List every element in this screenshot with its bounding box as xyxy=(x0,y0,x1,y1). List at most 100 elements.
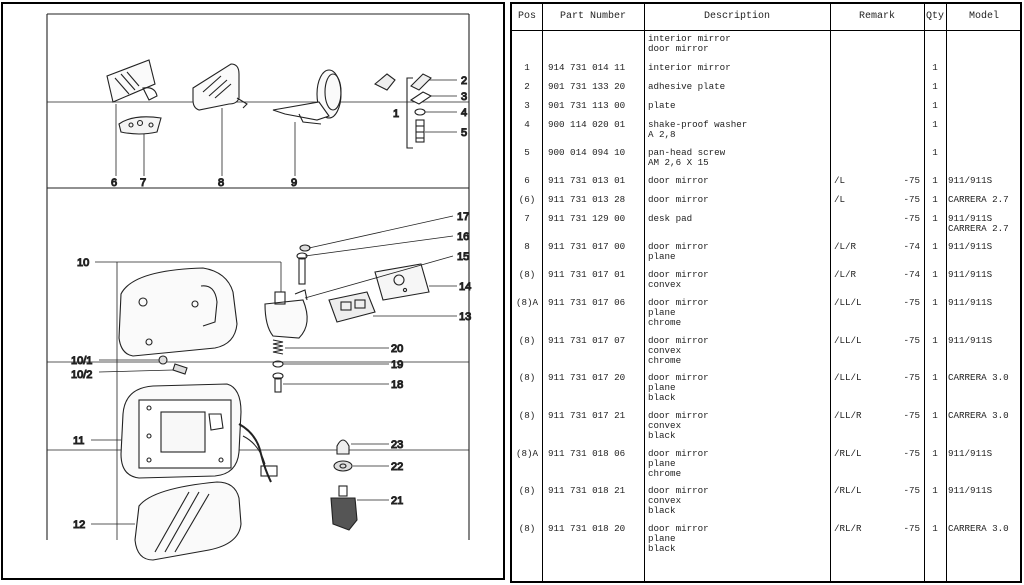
table-cell-model: 911/911S xyxy=(948,175,993,186)
callout-4: 4 xyxy=(461,107,467,119)
table-cell-part: 901 731 113 00 xyxy=(548,100,626,111)
table-cell-qty: 1 xyxy=(932,194,938,205)
table-cell-remark: /RL/L xyxy=(834,485,862,496)
table-cell-qty: 1 xyxy=(932,175,938,186)
table-cell-desc: interior mirror xyxy=(648,62,731,73)
table-cell-remark: /LL/L xyxy=(834,297,862,308)
table-cell-part: 911 731 013 01 xyxy=(548,175,626,186)
table-cell-model: 911/911S xyxy=(948,297,993,308)
table-cell-rem2: -75 xyxy=(903,297,920,308)
table-cell-part: 911 731 017 07 xyxy=(548,335,626,346)
table-cell-rem2: -75 xyxy=(903,448,920,459)
table-cell-desc: door mirror plane chrome xyxy=(648,448,709,479)
part-11-mirror-housing xyxy=(120,383,278,483)
table-cell-pos: (8) xyxy=(518,485,536,496)
table-cell-model: 911/911S CARRERA 2.7 xyxy=(948,213,1009,234)
callout-18: 18 xyxy=(391,379,403,391)
table-cell-part: 914 731 014 11 xyxy=(548,62,626,73)
callout-12: 12 xyxy=(73,519,85,531)
table-cell-part: 900 014 094 10 xyxy=(548,147,626,158)
table-cell-model: 911/911S xyxy=(948,335,993,346)
table-cell-desc: door mirror plane black xyxy=(648,372,709,403)
table-cell-qty: 1 xyxy=(932,241,938,252)
table-cell-pos: (8) xyxy=(518,372,536,383)
table-cell-pos: 4 xyxy=(524,119,530,130)
part-10-1-nut xyxy=(158,355,168,365)
table-cell-qty: 1 xyxy=(932,147,938,158)
table-cell-qty: 1 xyxy=(932,81,938,92)
table-cell-model: CARRERA 3.0 xyxy=(948,523,1009,534)
table-cell-desc: door mirror xyxy=(648,175,709,186)
callout-15: 15 xyxy=(457,251,469,263)
table-cell-pos: (8)A xyxy=(515,297,539,308)
table-cell-desc: door mirror convex black xyxy=(648,485,709,516)
part-8-door-mirror xyxy=(192,63,248,111)
table-cell-desc: door mirror convex chrome xyxy=(648,335,709,366)
table-cell-desc: door mirror plane chrome xyxy=(648,297,709,328)
table-cell-remark: /L/R xyxy=(834,269,857,280)
table-cell-pos: 7 xyxy=(524,213,530,224)
table-cell-qty: 1 xyxy=(932,269,938,280)
table-cell-part: 901 731 133 20 xyxy=(548,81,626,92)
table-cell-remark: /LL/R xyxy=(834,410,862,421)
table-cell-part: 911 731 018 20 xyxy=(548,523,626,534)
table-cell-part: 911 731 017 20 xyxy=(548,372,626,383)
table-cell-rem2: -74 xyxy=(903,269,920,280)
table-cell-desc: interior mirror door mirror xyxy=(648,33,731,54)
callout-11: 11 xyxy=(73,435,84,447)
table-cell-pos: 5 xyxy=(524,147,530,158)
part-10-2-screw xyxy=(172,363,188,375)
callout-16: 16 xyxy=(457,231,469,243)
table-cell-part: 911 731 017 06 xyxy=(548,297,626,308)
table-cell-pos: (8)A xyxy=(515,448,539,459)
table-cell-part: 911 731 013 28 xyxy=(548,194,626,205)
callout-10-2: 10/2 xyxy=(71,369,92,381)
part-22-nut xyxy=(333,460,353,472)
header-model: Model xyxy=(968,11,999,22)
table-cell-rem2: -74 xyxy=(903,241,920,252)
table-cell-pos: 8 xyxy=(524,241,530,252)
table-cell-part: 911 731 017 01 xyxy=(548,269,626,280)
header-description: Description xyxy=(703,11,770,22)
header-qty: Qty xyxy=(925,11,944,22)
table-cell-remark: /L xyxy=(834,175,846,186)
table-cell-rem2: -75 xyxy=(903,523,920,534)
callout-5: 5 xyxy=(461,127,467,139)
callout-20: 20 xyxy=(391,343,403,355)
table-cell-part: 911 731 017 00 xyxy=(548,241,626,252)
table-cell-rem2: -75 xyxy=(903,213,920,224)
table-cell-rem2: -75 xyxy=(903,485,920,496)
table-cell-model: 911/911S xyxy=(948,448,993,459)
callout-10-1: 10/1 xyxy=(71,355,92,367)
table-cell-desc: door mirror convex black xyxy=(648,410,709,441)
table-cell-pos: 2 xyxy=(524,81,530,92)
table-cell-qty: 1 xyxy=(932,62,938,73)
table-cell-part: 911 731 129 00 xyxy=(548,213,626,224)
table-cell-pos: 6 xyxy=(524,175,530,186)
table-cell-desc: desk pad xyxy=(648,213,693,224)
table-cell-qty: 1 xyxy=(932,119,938,130)
table-cell-qty: 1 xyxy=(932,372,938,383)
callout-2: 2 xyxy=(461,75,467,87)
table-cell-desc: door mirror plane xyxy=(648,241,709,262)
header-divider xyxy=(512,30,1020,31)
table-cell-rem2: -75 xyxy=(903,410,920,421)
table-cell-part: 911 731 017 21 xyxy=(548,410,626,421)
table-cell-remark: /L/R xyxy=(834,241,857,252)
callout-17: 17 xyxy=(457,211,469,223)
table-cell-part: 911 731 018 06 xyxy=(548,448,626,459)
callout-19: 19 xyxy=(391,359,403,371)
column-divider xyxy=(644,4,645,581)
table-cell-qty: 1 xyxy=(932,448,938,459)
header-pos: Pos xyxy=(517,11,536,22)
table-cell-remark: /RL/R xyxy=(834,523,862,534)
table-cell-model: CARRERA 2.7 xyxy=(948,194,1009,205)
table-cell-desc: plate xyxy=(648,100,676,111)
callout-8: 8 xyxy=(218,177,224,189)
part-23-cap xyxy=(336,439,350,455)
exploded-parts-diagram: 6 7 8 9 1 2 3 4 5 10 17 16 15 14 13 20 1… xyxy=(46,13,472,561)
table-cell-desc: shake-proof washer A 2,8 xyxy=(648,119,748,140)
callout-10: 10 xyxy=(77,257,89,269)
table-cell-qty: 1 xyxy=(932,100,938,111)
table-cell-desc: pan-head screw AM 2,6 X 15 xyxy=(648,147,726,168)
